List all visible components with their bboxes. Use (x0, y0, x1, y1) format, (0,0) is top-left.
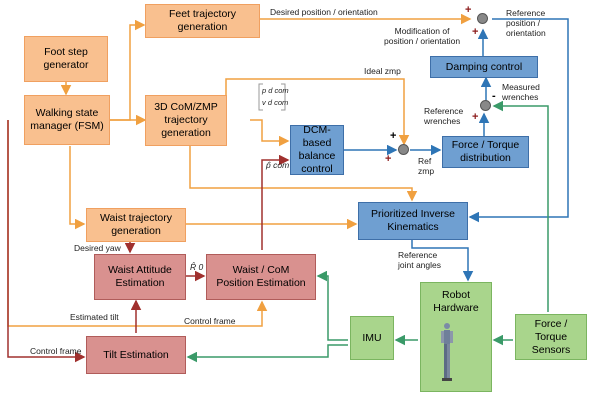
label-desired-yaw: Desired yaw (74, 243, 121, 253)
sign-minus-wrench: - (492, 90, 496, 102)
sign-plus-zmp-left: + (385, 153, 392, 165)
block-waist-com-estimation[interactable]: Waist / CoM Position Estimation (206, 254, 316, 300)
arrow-imu-waistcom (316, 270, 348, 341)
label-reference-position: Reference position / orientation (506, 8, 546, 38)
arrow-com-dcm-feedback (261, 154, 290, 250)
label-ref-zmp: Ref zmp (418, 156, 435, 176)
label-control-frame-waist: Control frame (184, 316, 236, 326)
sign-plus-zmp-top: + (390, 130, 397, 142)
label-ideal-zmp: Ideal zmp (364, 66, 401, 76)
block-fsm[interactable]: Walking state manager (FSM) (24, 95, 110, 145)
label-estimated-tilt: Estimated tilt (70, 312, 119, 322)
arrow-fsm-waist (69, 146, 86, 230)
label-modification: Modification of position / orientation (384, 26, 461, 46)
block-foot-step-generator[interactable]: Foot step generator (24, 36, 108, 82)
block-feet-trajectory[interactable]: Feet trajectory generation (145, 4, 260, 38)
sum-wrenches (480, 100, 491, 111)
block-dcm[interactable]: DCM-based balance control (290, 124, 344, 175)
sum-zmp (398, 144, 409, 155)
label-vd-com: v d com (262, 98, 289, 107)
block-ft-sensors[interactable]: Force / Torque Sensors (515, 314, 587, 360)
sum-reference-position (477, 13, 488, 24)
block-imu[interactable]: IMU (350, 316, 394, 360)
label-desired-position: Desired position / orientation (270, 7, 378, 17)
robot-hardware-label: Robot Hardware (433, 289, 479, 314)
block-force-distribution[interactable]: Force / Torque distribution (442, 136, 529, 168)
arrow-fsm-feet (110, 19, 146, 121)
sign-plus-top-left: + (465, 4, 472, 16)
arrow-pik-robot (411, 240, 474, 282)
block-waist-trajectory[interactable]: Waist trajectory generation (86, 208, 186, 242)
block-waist-attitude[interactable]: Waist Attitude Estimation (94, 254, 186, 300)
robot-figure-icon (441, 323, 453, 381)
arrow-control-frame-tilt (7, 120, 86, 363)
block-com-zmp[interactable]: 3D CoM/ZMP trajectory generation (145, 95, 227, 146)
block-prioritized-ik[interactable]: Prioritized Inverse Kinematics (358, 202, 468, 240)
bracket-left (258, 83, 263, 111)
arrow-imu-tilt (186, 344, 348, 363)
bracket-right (281, 83, 286, 111)
label-reference-joint-angles: Reference joint angles (398, 250, 442, 270)
arrow-com-pik (189, 146, 418, 202)
sign-plus-wrench: + (472, 111, 479, 123)
block-damping-control[interactable]: Damping control (430, 56, 538, 78)
arrow-com-dcm (250, 119, 290, 147)
label-measured-wrenches: Measured wrenches (502, 82, 540, 102)
arrow-ref-pik (468, 18, 569, 223)
block-robot-hardware[interactable]: Robot Hardware (420, 282, 492, 392)
label-reference-wrenches: Reference wrenches (424, 106, 464, 126)
sign-plus-top-bottom: + (472, 26, 479, 38)
label-r-hat: R̂ 0 (190, 262, 204, 272)
label-pd-com: p d com (262, 86, 289, 95)
block-tilt-estimation[interactable]: Tilt Estimation (86, 336, 186, 374)
arrow-ideal-zmp (225, 78, 410, 146)
label-p-com-hat: p̂ com (266, 160, 290, 170)
label-control-frame-tilt: Control frame (30, 346, 82, 356)
arrow-sensors-sum (492, 100, 549, 312)
